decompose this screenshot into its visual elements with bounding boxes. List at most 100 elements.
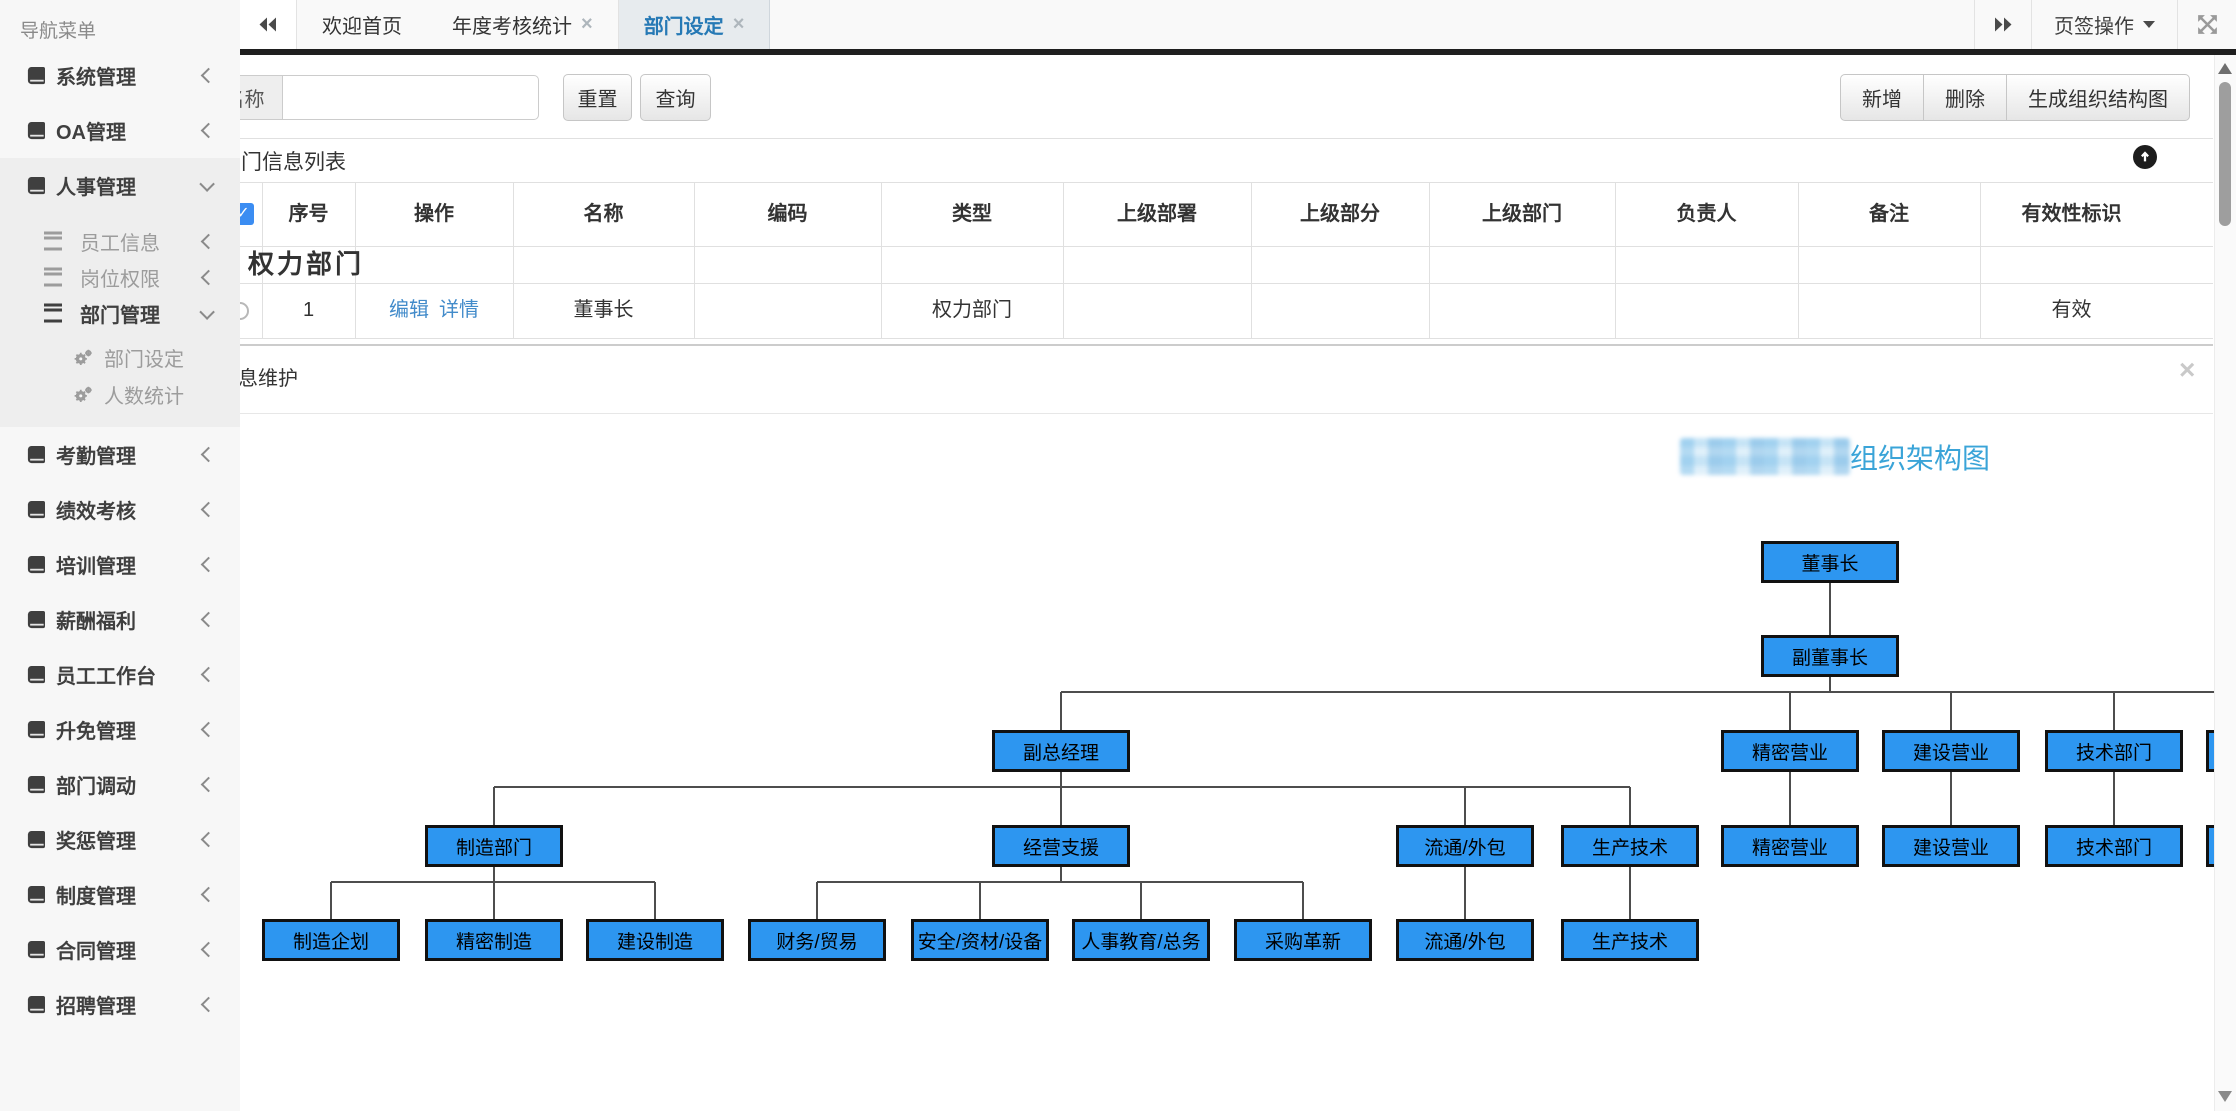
divider <box>2031 0 2032 49</box>
tab-close-icon[interactable]: × <box>732 13 745 35</box>
sidebar-item-员工信息[interactable]: 员工信息 <box>0 223 240 259</box>
chevron-left-icon <box>200 886 217 903</box>
tab-label: 欢迎首页 <box>322 16 402 38</box>
column-header: 类型 <box>952 203 992 225</box>
sidebar-item-label: OA管理 <box>56 122 126 144</box>
sidebar-item-label: 招聘管理 <box>56 996 136 1018</box>
panel-collapse-button[interactable] <box>2133 145 2157 169</box>
org-node-建设营业: 建设营业 <box>1882 825 2020 867</box>
sidebar-item-岗位权限[interactable]: 岗位权限 <box>0 259 240 295</box>
org-connector-line <box>1829 583 1831 635</box>
book-icon <box>27 610 45 628</box>
org-connector-line <box>817 881 1303 883</box>
sidebar-item-部门设定[interactable]: 部门设定 <box>0 339 240 376</box>
sidebar-item-招聘管理[interactable]: 招聘管理 <box>0 977 240 1032</box>
tab-label: 部门设定 <box>643 16 724 38</box>
tab-部门设定[interactable]: 部门设定 × <box>617 0 771 49</box>
sidebar-item-label: 人事管理 <box>56 177 136 199</box>
tab-operations-label: 页签操作 <box>2054 16 2134 38</box>
sidebar-item-label: 制度管理 <box>56 886 136 908</box>
chevron-left-icon <box>200 446 217 463</box>
org-node-财务/贸易: 财务/贸易 <box>748 919 886 961</box>
sidebar-item-OA管理[interactable]: OA管理 <box>0 103 240 158</box>
sidebar-item-升免管理[interactable]: 升免管理 <box>0 702 240 757</box>
org-connector-line <box>1060 692 1062 730</box>
close-icon[interactable]: × <box>2179 354 2196 385</box>
sidebar-item-人数统计[interactable]: 人数统计 <box>0 376 240 413</box>
org-connector-line <box>493 787 495 825</box>
tab-欢迎首页[interactable]: 欢迎首页 <box>297 0 427 49</box>
sidebar-item-系统管理[interactable]: 系统管理 <box>0 48 240 103</box>
sidebar-item-人事管理[interactable]: 人事管理 <box>0 158 240 213</box>
sidebar-item-label: 升免管理 <box>56 721 136 743</box>
sidebar-item-label: 绩效考核 <box>56 501 136 523</box>
org-connector-line <box>1950 772 1952 825</box>
scroll-down-arrow-icon[interactable] <box>2218 1091 2232 1102</box>
query-button[interactable]: 查询 <box>640 74 711 121</box>
sidebar-item-部门调动[interactable]: 部门调动 <box>0 757 240 812</box>
table-border <box>0 283 2213 284</box>
scrollbar-thumb[interactable] <box>2219 82 2231 226</box>
tab-operations-dropdown[interactable]: 页签操作 <box>2032 0 2177 49</box>
sidebar-item-员工工作台[interactable]: 员工工作台 <box>0 647 240 702</box>
column-divider <box>1980 182 1981 338</box>
column-divider <box>1429 182 1430 338</box>
detail-link[interactable]: 详情 <box>439 299 479 321</box>
column-divider <box>694 182 695 338</box>
sidebar-item-label: 部门调动 <box>56 776 136 798</box>
book-icon <box>27 885 45 903</box>
column-divider <box>355 182 356 338</box>
arrow-up-circle-icon <box>2141 151 2149 162</box>
search-input[interactable] <box>282 75 539 120</box>
org-node-生产技术: 生产技术 <box>1561 919 1699 961</box>
tabs-scroll-left-button[interactable] <box>240 0 297 49</box>
tabs-scroll-right-button[interactable] <box>1975 0 2031 49</box>
reset-button[interactable]: 重置 <box>563 74 632 121</box>
list-panel-title: 部门信息列表 <box>220 151 346 174</box>
book-icon <box>27 940 45 958</box>
chevron-left-icon <box>200 666 217 683</box>
add-button[interactable]: 新增 <box>1840 74 1924 121</box>
table-cell-ops: 编辑详情 <box>355 283 513 338</box>
sidebar-item-考勤管理[interactable]: 考勤管理 <box>0 427 240 482</box>
chevron-left-icon <box>200 501 217 518</box>
org-node-技术部门: 技术部门 <box>2045 825 2183 867</box>
org-connector-line <box>2113 692 2115 730</box>
sidebar-item-label: 人数统计 <box>104 386 184 408</box>
book-icon <box>27 995 45 1013</box>
column-divider <box>1063 182 1064 338</box>
column-header: 负责人 <box>1676 203 1737 225</box>
org-node-副总经理: 副总经理 <box>992 730 1130 772</box>
fullscreen-button[interactable] <box>2178 0 2236 49</box>
table-cell-code <box>694 283 881 338</box>
edit-link[interactable]: 编辑 <box>389 299 429 321</box>
vertical-scrollbar[interactable] <box>2214 55 2236 1111</box>
book-icon <box>27 720 45 738</box>
sidebar-item-培训管理[interactable]: 培训管理 <box>0 537 240 592</box>
sidebar-item-绩效考核[interactable]: 绩效考核 <box>0 482 240 537</box>
panel-divider <box>0 344 2213 346</box>
chevron-left-icon <box>200 941 217 958</box>
book-icon <box>27 445 45 463</box>
chevron-left-icon <box>200 122 217 139</box>
scroll-up-arrow-icon[interactable] <box>2218 63 2232 74</box>
sidebar-item-合同管理[interactable]: 合同管理 <box>0 922 240 977</box>
column-divider <box>1798 182 1799 338</box>
org-connector-line <box>1060 772 1062 787</box>
column-header: 上级部分 <box>1300 203 1380 225</box>
sidebar-item-制度管理[interactable]: 制度管理 <box>0 867 240 922</box>
sidebar-group-人事管理: 人事管理员工信息岗位权限部门管理部门设定人数统计 <box>0 158 240 427</box>
org-connector-line <box>1629 867 1631 919</box>
sidebar-item-label: 培训管理 <box>56 556 136 578</box>
book-icon <box>27 121 45 139</box>
generate-org-chart-button[interactable]: 生成组织结构图 <box>2007 74 2190 121</box>
org-node-流通/外包: 流通/外包 <box>1396 825 1534 867</box>
tab-年度考核统计[interactable]: 年度考核统计× <box>427 0 618 49</box>
sidebar-item-部门管理[interactable]: 部门管理 <box>0 295 240 331</box>
delete-button[interactable]: 删除 <box>1924 74 2007 121</box>
sidebar-title: 导航菜单 <box>20 21 97 42</box>
sidebar-item-薪酬福利[interactable]: 薪酬福利 <box>0 592 240 647</box>
tab-close-icon[interactable]: × <box>581 13 593 35</box>
sidebar-item-奖惩管理[interactable]: 奖惩管理 <box>0 812 240 867</box>
org-connector-line <box>1061 691 2236 693</box>
